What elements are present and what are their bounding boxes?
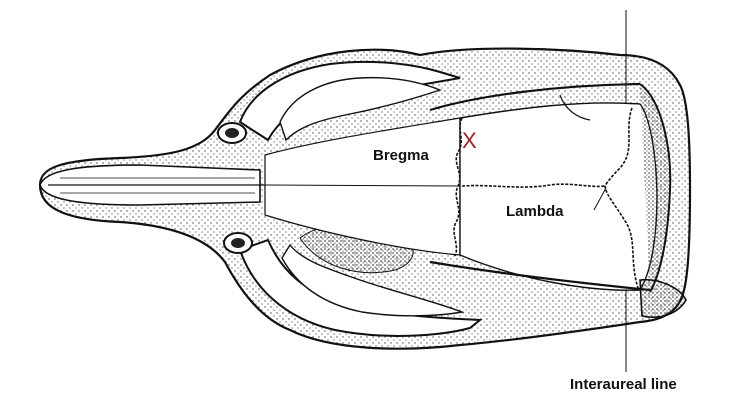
bregma-label: Bregma [373, 147, 429, 164]
parietal-bones [460, 103, 657, 290]
lambda-label: Lambda [506, 203, 564, 220]
bregma-x-marker: X [462, 128, 477, 154]
interaural-line-label: Interaureal line [570, 376, 677, 393]
lower-foramen-inner [231, 238, 245, 248]
upper-foramen-inner [225, 128, 239, 138]
